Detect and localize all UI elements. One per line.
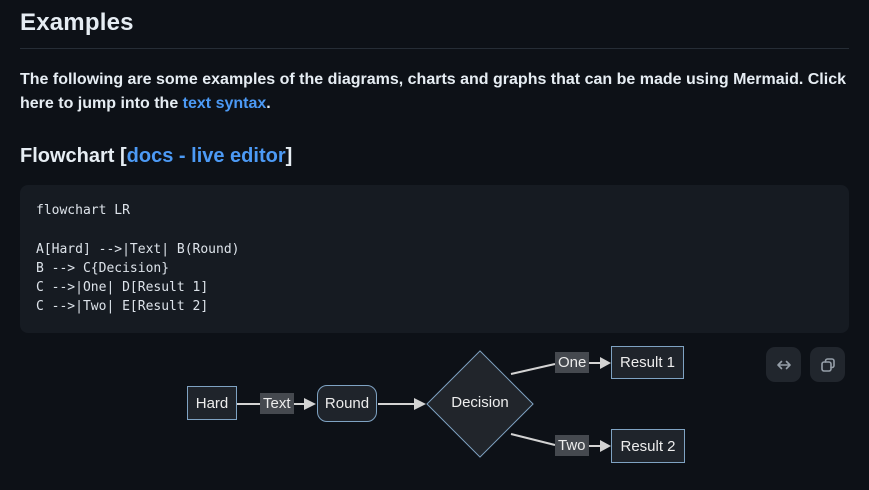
copy-icon xyxy=(818,355,838,375)
node-result-1: Result 1 xyxy=(611,346,684,379)
diagram-toolbar xyxy=(766,347,845,382)
live-editor-link[interactable]: live editor xyxy=(191,145,286,167)
copy-diagram-button[interactable] xyxy=(810,347,845,382)
flowchart-edges xyxy=(237,357,611,452)
page-title: Examples xyxy=(20,0,849,49)
code-line: C -->|Two| E[Result 2] xyxy=(36,299,209,315)
code-line xyxy=(36,220,833,239)
expand-diagram-button[interactable] xyxy=(766,347,801,382)
flowchart-section-heading: Flowchart [docs - live editor] xyxy=(20,145,849,168)
node-result-2: Result 2 xyxy=(611,429,685,463)
heading-suffix: ] xyxy=(285,145,293,167)
edge-label-two: Two xyxy=(555,435,589,456)
intro-text-end: . xyxy=(266,95,271,112)
code-line: flowchart LR xyxy=(36,203,130,218)
intro-paragraph: The following are some examples of the d… xyxy=(20,68,849,116)
heading-prefix: Flowchart [ xyxy=(20,145,127,167)
intro-text: The following are some examples of the d… xyxy=(20,71,846,112)
code-line: C -->|One| D[Result 1] xyxy=(36,280,209,296)
code-line: A[Hard] -->|Text| B(Round) xyxy=(36,241,240,257)
heading-separator: - xyxy=(173,145,192,167)
left-right-arrow-icon xyxy=(774,355,794,375)
node-decision: Decision xyxy=(451,394,509,411)
docs-link[interactable]: docs xyxy=(126,145,174,167)
mermaid-code-block: flowchart LR A[Hard] -->|Text| B(Round) … xyxy=(20,185,849,333)
edge-label-one: One xyxy=(555,352,590,373)
flowchart-diagram: Hard Text Round Decision One Result 1 Tw… xyxy=(0,319,869,490)
text-syntax-link[interactable]: text syntax xyxy=(182,95,267,112)
node-hard: Hard xyxy=(187,386,237,420)
code-line: B --> C{Decision} xyxy=(36,260,170,276)
edge-label-text: Text xyxy=(260,393,294,414)
node-round: Round xyxy=(317,385,377,422)
